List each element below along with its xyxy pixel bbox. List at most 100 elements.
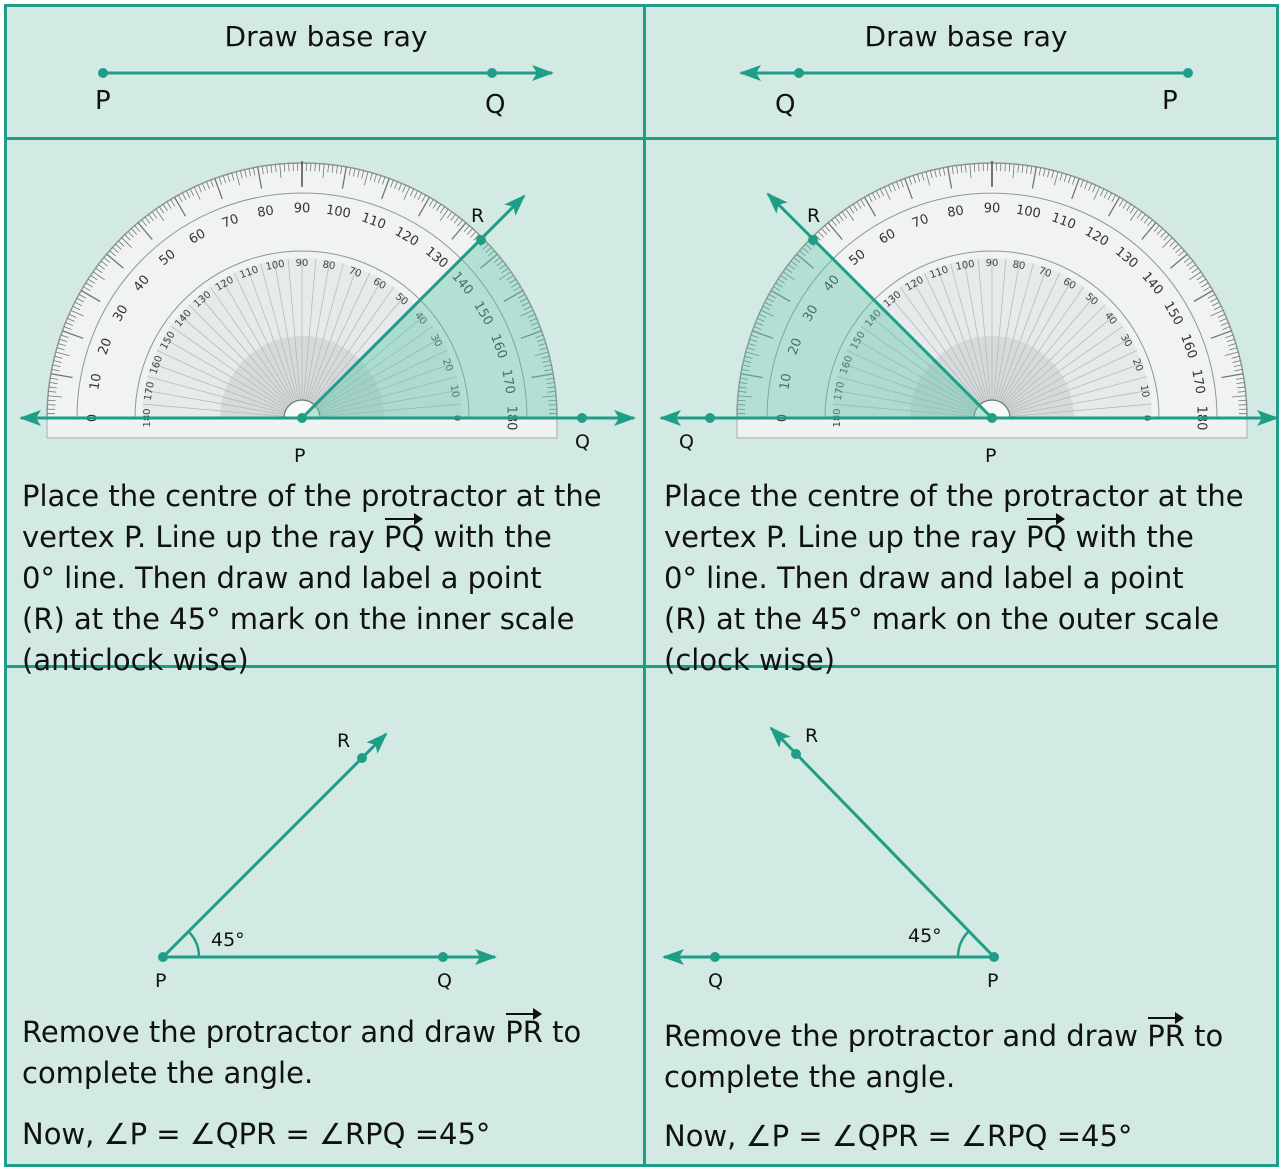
left-protractor-rays [19, 194, 636, 426]
right-step3-after: to [1184, 1019, 1224, 1053]
angle-arc [956, 930, 970, 958]
point-q [710, 952, 720, 962]
point-q [577, 413, 587, 423]
right-base-ray [739, 65, 1193, 81]
svg-text:170: 170 [833, 381, 847, 402]
row-divider-2 [4, 665, 1279, 668]
left-step2-line2-before: vertex P. Line up the ray [22, 520, 384, 554]
right-angle-figure [662, 726, 999, 965]
right-step2-line4: (R) at the 45° mark on the outer scale [664, 602, 1220, 636]
vertex-p [989, 952, 999, 962]
svg-text:10: 10 [1138, 384, 1151, 398]
svg-text:70: 70 [347, 265, 363, 280]
point-r [808, 235, 818, 245]
svg-text:100: 100 [265, 259, 286, 273]
right-protractor-label-p: P [985, 445, 997, 467]
left-angle-label-r: R [337, 730, 351, 752]
left-ray-start-label: P [95, 86, 111, 116]
point-q [487, 68, 497, 78]
svg-text:80: 80 [322, 259, 336, 272]
left-ray-end-label: Q [485, 90, 506, 120]
right-angle-label-q: Q [708, 970, 723, 992]
left-step2-line4: (R) at the 45° mark on the inner scale [22, 602, 575, 636]
ray-pr-label: PR [1147, 1012, 1185, 1057]
right-protractor-label-q: Q [679, 431, 694, 453]
svg-text:80: 80 [1012, 259, 1026, 272]
svg-text:60: 60 [187, 226, 209, 247]
point-p [1183, 68, 1193, 78]
right-step2-line5: (clock wise) [664, 643, 836, 677]
left-step3-after: to [542, 1015, 582, 1049]
point-r [357, 753, 367, 763]
angle-arc [187, 930, 201, 958]
point-p [98, 68, 108, 78]
left-protractor: 0180101702016030150401405013060120701108… [46, 161, 558, 439]
right-step2-line2: vertex P. Line up the ray PQ with the [664, 513, 1270, 558]
svg-text:10: 10 [87, 372, 105, 391]
left-step3-before: Remove the protractor and draw [22, 1015, 506, 1049]
left-step3-line1: Remove the protractor and draw PR to [22, 1008, 628, 1053]
ray-pr-label: PR [505, 1008, 543, 1053]
svg-text:100: 100 [955, 259, 976, 273]
svg-text:60: 60 [371, 276, 388, 292]
svg-text:20: 20 [96, 336, 116, 357]
svg-text:20: 20 [440, 357, 455, 373]
svg-text:60: 60 [877, 226, 899, 247]
point-q [794, 68, 804, 78]
svg-text:90: 90 [984, 202, 1001, 217]
right-protractor-label-r: R [807, 205, 821, 227]
svg-text:80: 80 [946, 203, 965, 221]
left-step2-line2-after: with the [424, 520, 552, 554]
svg-text:170: 170 [143, 381, 157, 402]
svg-text:20: 20 [1130, 357, 1145, 373]
svg-text:20: 20 [786, 336, 806, 357]
left-step2-line3: 0° line. Then draw and label a point [22, 561, 542, 595]
svg-text:100: 100 [1015, 203, 1042, 222]
svg-text:100: 100 [325, 203, 352, 222]
svg-text:80: 80 [256, 203, 275, 221]
right-step2-line2-before: vertex P. Line up the ray [664, 520, 1026, 554]
left-step2-text: Place the centre of the protractor at th… [22, 476, 628, 681]
svg-text:90: 90 [296, 258, 309, 269]
right-step3-line2: complete the angle. [664, 1060, 956, 1094]
left-step2-line5: (anticlock wise) [22, 643, 249, 677]
shaded-angle [737, 237, 992, 418]
shaded-angle [302, 237, 557, 418]
point-q [705, 413, 715, 423]
svg-text:30: 30 [800, 303, 821, 325]
vertex-p [158, 952, 168, 962]
right-step3-text: Remove the protractor and draw PR to com… [664, 1012, 1272, 1098]
svg-text:10: 10 [777, 372, 795, 391]
left-result: Now, ∠P = ∠QPR = ∠RPQ =45° [22, 1117, 491, 1151]
right-protractor: 0180101702016030150401405013060120701108… [736, 161, 1248, 439]
left-angle-label-p: P [155, 970, 167, 992]
svg-text:30: 30 [110, 303, 131, 325]
row-divider-1 [4, 137, 1279, 140]
svg-text:60: 60 [1061, 276, 1078, 292]
right-step2-line1: Place the centre of the protractor at th… [664, 479, 1244, 513]
svg-text:170: 170 [1188, 368, 1207, 395]
right-angle-degree-label: 45° [908, 925, 942, 947]
left-step3-text: Remove the protractor and draw PR to com… [22, 1008, 628, 1094]
right-step2-line3: 0° line. Then draw and label a point [664, 561, 1184, 595]
left-step2-line1: Place the centre of the protractor at th… [22, 479, 602, 513]
vertex-p [297, 413, 307, 423]
left-step2-line2: vertex P. Line up the ray PQ with the [22, 513, 628, 558]
right-ray-start-label: Q [775, 90, 796, 120]
left-step3-line2: complete the angle. [22, 1056, 314, 1090]
right-step3-before: Remove the protractor and draw [664, 1019, 1148, 1053]
left-angle-figure [158, 732, 497, 965]
left-protractor-label-p: P [294, 445, 306, 467]
right-angle-label-r: R [805, 725, 819, 747]
svg-text:10: 10 [448, 384, 461, 398]
ray-pq-label: PQ [1026, 513, 1066, 558]
point-q [438, 952, 448, 962]
point-r [791, 749, 801, 759]
right-heading: Draw base ray [864, 20, 1068, 53]
column-divider [643, 4, 646, 1167]
left-heading: Draw base ray [224, 20, 428, 53]
point-r [476, 235, 486, 245]
right-ray-end-label: P [1162, 86, 1178, 116]
right-result: Now, ∠P = ∠QPR = ∠RPQ =45° [664, 1119, 1133, 1153]
